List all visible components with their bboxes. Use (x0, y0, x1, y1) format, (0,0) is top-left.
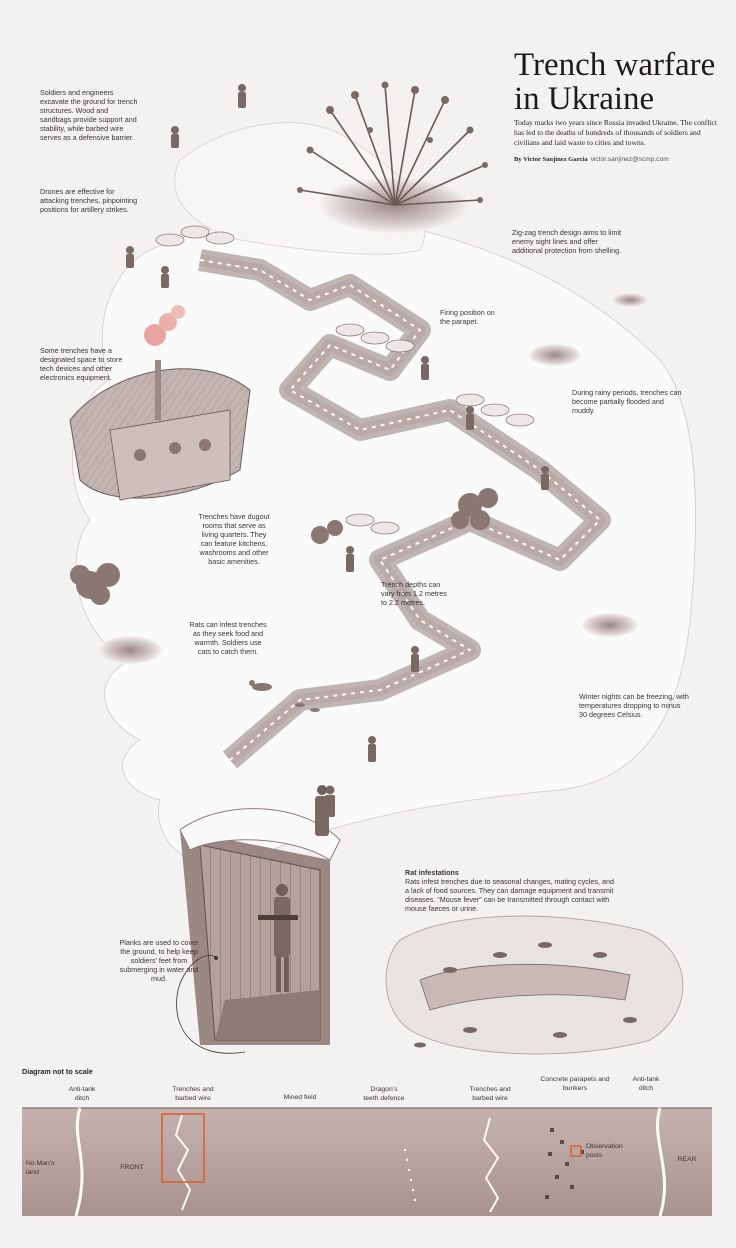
note-firing-position: Firing position on the parapet. (440, 308, 495, 326)
note-winter: Winter nights can be freezing, with temp… (579, 692, 689, 719)
note-planks: Planks are used to cover the ground, to … (119, 938, 199, 983)
planks-leader-dot (214, 956, 218, 960)
page-title: Trench warfare in Ukraine (514, 47, 716, 117)
cat-and-rats (249, 680, 320, 712)
byline-author: By Victor Sanjinez Garcia (514, 156, 588, 163)
note-tech-storage: Some trenches have a designated space to… (40, 346, 123, 382)
soldier-figures (126, 84, 549, 817)
note-drones: Drones are effective for attacking trenc… (40, 187, 138, 214)
label-dragons-teeth: Dragon’s teeth defence (363, 1086, 405, 1102)
rat-infestations-title: Rat infestations (405, 868, 459, 877)
note-trench-depth: Trench depths can vary from 1.2 metres t… (381, 580, 447, 607)
front-line-strip (22, 1107, 712, 1217)
label-trenches-wire-left: Trenches and barbed wire (172, 1086, 214, 1102)
label-observation-posts: Observation posts (586, 1143, 623, 1159)
note-rainy: During rainy periods, trenches can becom… (572, 388, 682, 415)
rat-infestation-vignette (385, 915, 684, 1055)
label-antitank-ditch-left: Anti-tank ditch (68, 1086, 96, 1102)
shell-explosion (297, 81, 488, 233)
dugout-shelter (69, 305, 251, 501)
smoke-plumes (70, 488, 498, 605)
rat-infestations-body: Rats infest trenches due to seasonal cha… (405, 877, 614, 913)
note-rat-infestations: Rat infestations Rats infest trenches du… (405, 868, 615, 913)
intro-text: Today marks two years since Russia invad… (514, 118, 718, 148)
planks-leader-line (176, 954, 246, 1054)
label-concrete-bunkers: Concrete parapets and bunkers (540, 1076, 610, 1092)
scale-note: Diagram not to scale (22, 1067, 93, 1076)
note-dugout: Trenches have dugout rooms that serve as… (198, 512, 270, 566)
label-mined-field: Mined field (283, 1094, 317, 1101)
note-engineers: Soldiers and engineers excavate the grou… (40, 88, 138, 142)
craters (98, 293, 648, 664)
label-antitank-ditch-right: Anti-tank ditch (632, 1076, 660, 1092)
label-trenches-wire-right: Trenches and barbed wire (469, 1086, 511, 1102)
label-rear: REAR (677, 1156, 697, 1163)
note-rats-cats: Rats can infest trenches as they seek fo… (189, 620, 267, 656)
label-no-mans-land: No Man’s land (26, 1160, 55, 1176)
byline-email: victor.sanjinez@scmp.com (590, 156, 669, 163)
note-zigzag: Zig-zag trench design aims to limit enem… (512, 228, 622, 255)
trench-cross-section (179, 785, 341, 1045)
zigzag-trench (198, 249, 611, 769)
label-front: FRONT (120, 1164, 144, 1171)
